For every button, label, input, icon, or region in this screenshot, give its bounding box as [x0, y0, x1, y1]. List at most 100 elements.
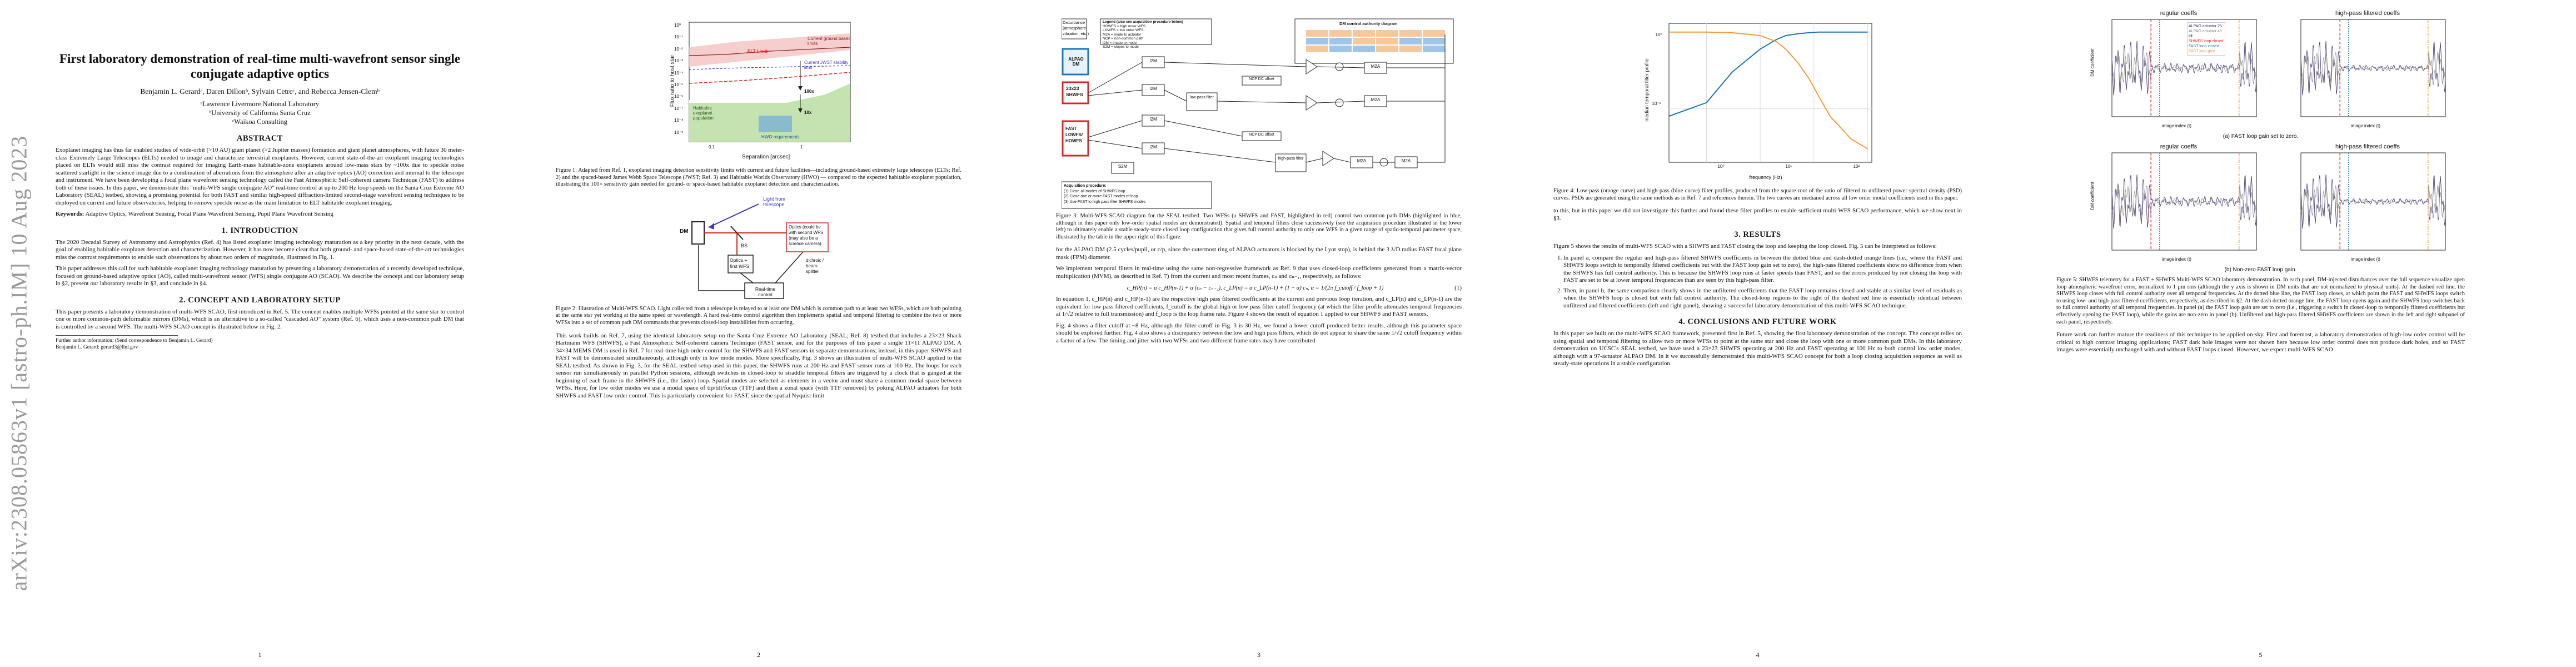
fig5-legend: ALPAO actuator 25 ALPAO actuator 49 tilt… [2187, 22, 2225, 56]
page-2: Flux ratio to host star Separation [arcs… [556, 0, 961, 667]
fig4-xtick: 10¹ [1785, 164, 1792, 169]
fig3-fast-line: LOWFS/ [1065, 132, 1083, 137]
fig2-wfs1-line: first WFS [730, 263, 749, 269]
page-1: First laboratory demonstration of real-t… [56, 0, 464, 667]
fig3-shwfs: 23x23 SHWFS [1066, 86, 1083, 98]
fig1-ytick: 10⁰ [674, 23, 681, 28]
fig3-legend-item: NCP = non-common path [1103, 37, 1144, 41]
fig5-legend-item: ALPAO actuator 25 [2189, 24, 2222, 28]
page-3: Disturbance (atmosphere, vibration, etc.… [1056, 0, 1462, 667]
fig4-ytick: 10⁰ [1655, 32, 1662, 37]
page-5: regular coeffs DM coefficient image inde… [2056, 0, 2465, 667]
figure-3: Disturbance (atmosphere, vibration, etc.… [1061, 18, 1456, 210]
fig3-acquisition: Acquisition procedure: (1) Close all mod… [1064, 183, 1209, 205]
fig5-xlabel: image index (t) [2351, 123, 2380, 128]
fig3-block: I2M [1149, 145, 1157, 150]
results-list: In panel a, compare the regular and high… [1553, 255, 1962, 310]
footnote-line-1: Further author information: (Send corres… [56, 338, 213, 344]
fig5-legend-item: tilt [2189, 34, 2193, 38]
page-3-paragraph-3: In equation 1, c_HP(n) and c_HP(n-1) are… [1056, 296, 1462, 318]
affiliation-2: ᵇUniversity of California Santa Cruz [209, 109, 311, 117]
fig1-label-hwo: HWO requirements [761, 135, 800, 140]
fig3-legend: Legend (also see acquisition procedure b… [1103, 20, 1211, 49]
keywords-label: Keywords: [56, 211, 84, 217]
results-list-item: In panel a, compare the regular and high… [1563, 255, 1962, 285]
section-4-paragraph-1: In this paper we built on the multi-WFS … [1553, 330, 1962, 367]
fig2-light-label: Light from telescope [763, 196, 786, 207]
fig3-legend-item: HOWFS = high order WFS [1103, 24, 1146, 28]
fig3-disturbance: Disturbance (atmosphere, vibration, etc.… [1063, 20, 1089, 37]
fig5-trace-plot [2300, 19, 2446, 117]
fig4-lowpass-line [1668, 31, 1868, 150]
fig1-ytick: 10⁻¹ [674, 34, 683, 40]
fig3-legend-item: M2A = mode to actuator [1103, 32, 1142, 37]
figure-2-diagram [691, 203, 829, 299]
section-4-heading: 4. CONCLUSIONS AND FUTURE WORK [1678, 317, 1837, 327]
footnote-line-2: Benjamin L. Gerard: gerard3@llnl.gov [56, 345, 138, 350]
equation-1-body: c_HP(n) = α c_HP(n-1) + α (cₙ − cₙ₋₁), c… [1127, 285, 1384, 292]
fig4-xtick: 10⁰ [1717, 164, 1725, 169]
section-1-heading: 1. INTRODUCTION [221, 226, 298, 235]
fig4-ytick: 10⁻¹ [1652, 101, 1661, 106]
page-number: 2 [757, 651, 760, 659]
fig3-disturbance-line: Disturbance [1063, 20, 1085, 25]
fig4-highpass-line [1668, 31, 1867, 117]
fig4-ylabel: median temporal filter profile [1643, 58, 1650, 122]
fig1-xtick: 0.1 [709, 145, 715, 150]
fig3-block: NCP DC offset [1249, 77, 1274, 81]
fig3-block: I2M [1149, 117, 1157, 122]
page-3-paragraph-2: We implement temporal filters in real-ti… [1056, 265, 1462, 280]
fig5-panel-b-right: high-pass filtered coeffs image index (t… [2284, 143, 2451, 266]
fig5-xlabel: image index (t) [2162, 123, 2191, 128]
fig3-legend-item: I2M = image to mode [1103, 41, 1137, 45]
affiliation-1: ᵃLawrence Livermore National Laboratory [200, 100, 320, 108]
fig3-fast-line: FAST [1065, 126, 1077, 131]
fig1-xlabel: Separation [arcsec] [742, 154, 790, 160]
figure-1: Flux ratio to host star Separation [arcs… [659, 17, 859, 164]
figure-4-caption: Figure 4: Low-pass (orange curve) and hi… [1553, 188, 1962, 201]
page-number: 3 [1257, 651, 1260, 659]
arxiv-stamp: arXiv:2308.05863v1 [astro-ph.IM] 10 Aug … [6, 83, 32, 639]
section-1-paragraph-1: The 2020 Decadal Survey of Astronomy and… [56, 238, 464, 261]
fig5-legend-item: ALPAO actuator 49 [2189, 29, 2222, 33]
fig5-coefficient-trace [2300, 185, 2446, 219]
fig1-label-elt: ELT Limit [748, 49, 768, 54]
fig5-ylabel: DM coefficient [2090, 182, 2095, 210]
fig3-block: M2A [1357, 158, 1367, 163]
fig1-yticks: 10⁰ 10⁻¹ 10⁻² 10⁻³ 10⁻⁴ 10⁻⁵ 10⁻⁶ 10⁻⁷ 1… [674, 19, 684, 138]
figure-1-plot [689, 22, 851, 142]
page-2-paragraph-1: This work builds on Ref. 7, using the id… [556, 332, 961, 399]
arxiv-id-text: arXiv:2308.05863v1 [astro-ph.IM] 10 Aug … [6, 135, 32, 591]
fig1-xtick: 1 [800, 145, 803, 150]
fig2-bs-label: BS [741, 242, 748, 248]
fig2-wfs2: Optics (could be with second WFS (may al… [789, 224, 824, 246]
figure-4: median temporal filter profile frequency… [1636, 18, 1880, 185]
page-4: median temporal filter profile frequency… [1553, 0, 1962, 667]
page-number: 4 [1756, 651, 1760, 659]
fig1-label-10x: 10x [804, 110, 812, 115]
fig5-coefficient-trace [2300, 51, 2446, 86]
fig5-legend-item: FAST loop gain [2189, 49, 2215, 53]
page-5-paragraph-1: Future work can further mature the readi… [2056, 331, 2465, 354]
figure-3-caption: Figure 3: Multi-WFS SCAO diagram for the… [1056, 213, 1462, 240]
fig3-acq-step: (2) Close one or more FAST modes of loop [1064, 195, 1138, 198]
fig2-wfs1-line: Optics + [730, 257, 748, 263]
fig5-trace-plot [2300, 152, 2446, 251]
fig1-ytick: 10⁻² [674, 46, 683, 52]
fig3-fast-line: HOWFS [1065, 138, 1082, 143]
fig3-disturbance-line: (atmosphere, [1063, 26, 1088, 31]
page-number: 1 [258, 651, 262, 659]
fig5-coefficient-trace [2111, 185, 2257, 219]
fig3-block: high-pass filter [1278, 157, 1304, 161]
fig5-panel-b-left: regular coeffs DM coefficient image inde… [2090, 143, 2262, 266]
equation-1-number: (1) [1454, 285, 1462, 292]
fig5-panel-title: regular coeffs [2160, 143, 2198, 150]
fig3-block: M2A [1371, 64, 1381, 69]
fig3-authority-title: DM control authority diagram [1339, 21, 1398, 26]
fig1-label-jwst: Current JWST stability limit [804, 60, 849, 70]
fig5-trace-plot [2111, 152, 2257, 251]
fig5-subcaption-a: (a) FAST loop gain set to zero. [2223, 133, 2299, 140]
fig5-panel-a-left: regular coeffs DM coefficient image inde… [2090, 10, 2262, 132]
fig5-panel-title: high-pass filtered coeffs [2335, 10, 2400, 17]
fig1-label-habitable: Habitable exoplanet population [693, 106, 714, 121]
